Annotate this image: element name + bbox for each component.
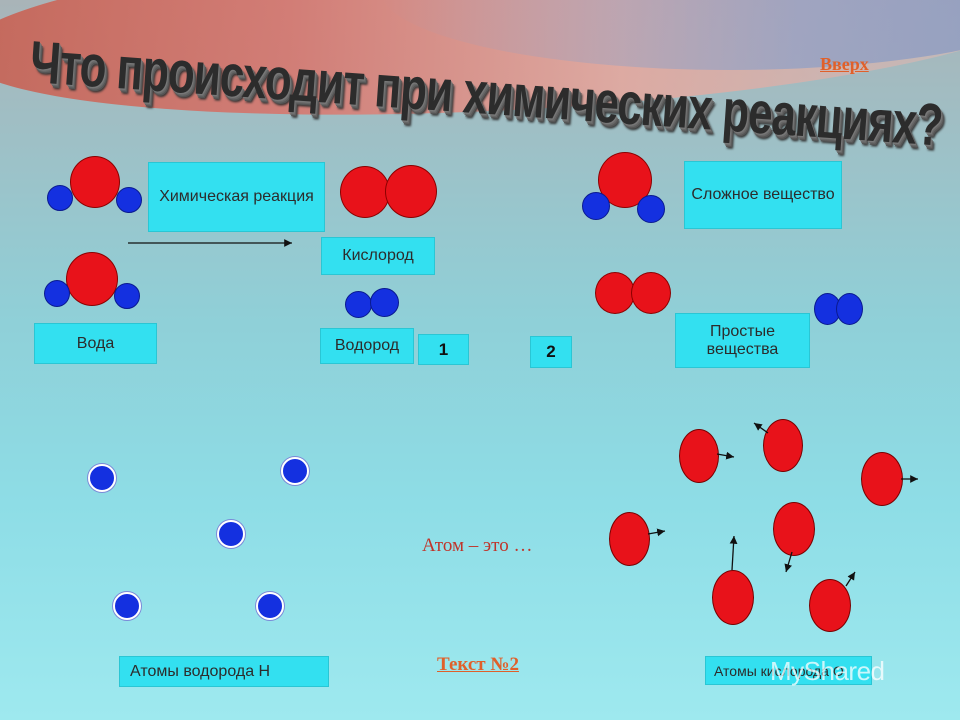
free-hydrogen-atom-4 (113, 592, 141, 620)
motion-arrow-7 (845, 571, 856, 587)
water-oxygen-atom-1 (70, 156, 120, 208)
free-oxygen-atom-5 (773, 502, 815, 556)
free-oxygen-atom-6 (712, 570, 754, 625)
free-hydrogen-atom-5 (256, 592, 284, 620)
label-oxygen: Кислород (321, 237, 435, 275)
hydrogen-molecule-atom-2 (370, 288, 399, 317)
water-hydrogen-atom-1b (116, 187, 142, 213)
free-hydrogen-atom-3 (217, 520, 245, 548)
free-oxygen-atom-7 (809, 579, 851, 632)
simple-hydrogen-atom-2 (836, 293, 863, 325)
free-oxygen-atom-1 (679, 429, 719, 483)
water-hydrogen-atom-1a (47, 185, 73, 211)
label-simple-substances: Простые вещества (675, 313, 810, 368)
motion-arrow-4 (647, 528, 666, 537)
hydrogen-molecule-atom-1 (345, 291, 372, 318)
simple-oxygen-atom-2 (631, 272, 671, 314)
label-hydrogen-atoms: Атомы водорода Н (119, 656, 329, 687)
label-oxygen-atoms: Атомы кислорода О (705, 656, 872, 685)
free-hydrogen-atom-2 (281, 457, 309, 485)
atom-definition-caption: Атом – это … (422, 535, 533, 556)
label-hydrogen: Водород (320, 328, 414, 364)
water-oxygen-atom-2 (66, 252, 118, 306)
motion-arrow-5 (784, 551, 793, 573)
motion-arrow-2 (753, 422, 769, 434)
label-water: Вода (34, 323, 157, 364)
free-oxygen-atom-4 (609, 512, 650, 566)
oxygen-molecule-atom-1 (340, 166, 390, 218)
free-hydrogen-atom-1 (88, 464, 116, 492)
step-2-button[interactable]: 2 (530, 336, 572, 368)
free-oxygen-atom-2 (763, 419, 803, 472)
simple-oxygen-atom-1 (595, 272, 635, 314)
step-1-button[interactable]: 1 (418, 334, 469, 365)
complex-hydrogen-atom-2 (637, 195, 665, 223)
watermark: MyShared (770, 656, 885, 686)
water-hydrogen-atom-2b (114, 283, 140, 309)
text-2-link[interactable]: Текст №2 (437, 654, 519, 675)
motion-arrow-1 (716, 451, 735, 460)
up-link[interactable]: Вверх (820, 54, 869, 74)
label-chemical-reaction: Химическая реакция (148, 162, 325, 232)
oxygen-molecule-atom-2 (385, 165, 437, 218)
water-hydrogen-atom-2a (44, 280, 70, 307)
complex-hydrogen-atom-1 (582, 192, 610, 220)
motion-arrow-6 (729, 535, 738, 571)
label-complex-substance: Сложное вещество (684, 161, 842, 229)
